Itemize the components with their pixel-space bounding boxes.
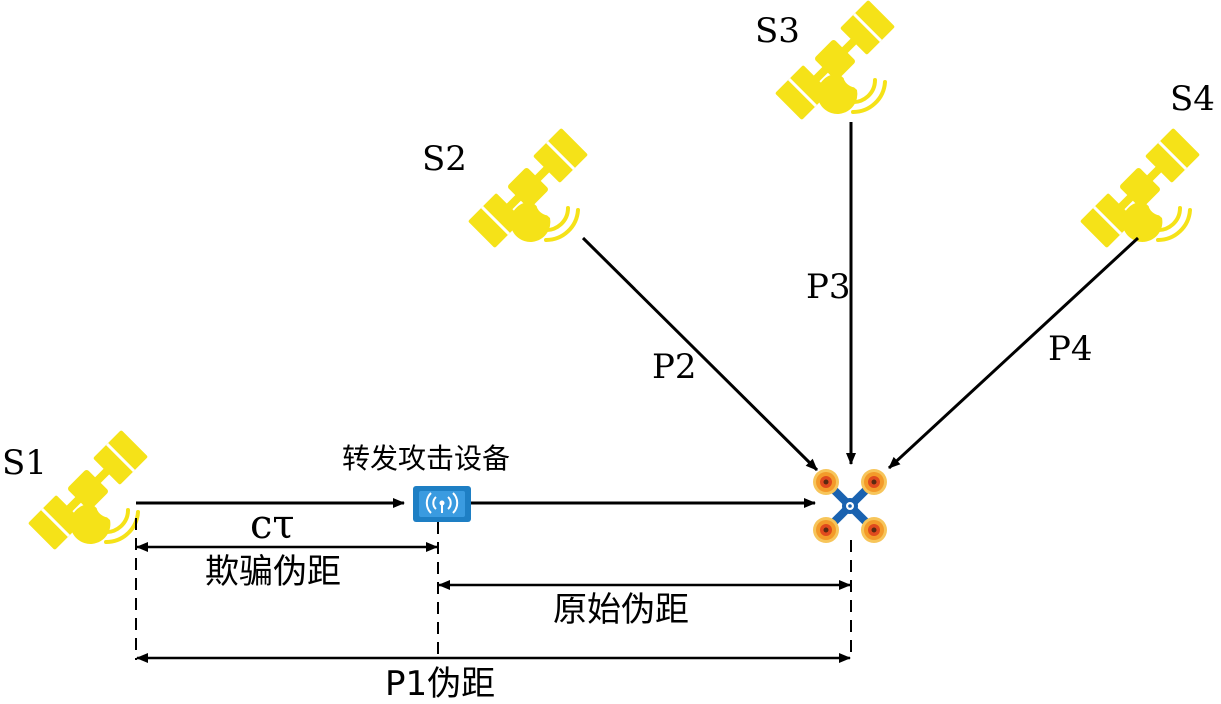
satellite-s2-label: S2 (422, 139, 467, 179)
satellite-s2-icon (465, 125, 591, 251)
path-p4-arrow (887, 236, 1140, 470)
drone-icon (813, 469, 887, 543)
spoof-pseudorange-label: 欺骗伪距 (205, 552, 341, 592)
device-label: 转发攻击设备 (342, 442, 510, 475)
ctau-label: cτ (250, 502, 295, 548)
original-pseudorange-label: 原始伪距 (553, 590, 689, 630)
satellite-s4-icon (1077, 125, 1203, 251)
satellite-s4-label: S4 (1170, 79, 1215, 119)
path-p3-label: P3 (806, 267, 851, 307)
path-p4-label: P4 (1048, 329, 1093, 369)
p1-pseudorange-label: P1伪距 (385, 664, 495, 704)
path-p2-label: P2 (652, 347, 697, 387)
wireless-repeater-icon (413, 486, 471, 522)
satellite-s1-label: S1 (2, 443, 47, 483)
path-p2-arrow (581, 236, 819, 472)
satellite-s3-label: S3 (755, 11, 800, 51)
